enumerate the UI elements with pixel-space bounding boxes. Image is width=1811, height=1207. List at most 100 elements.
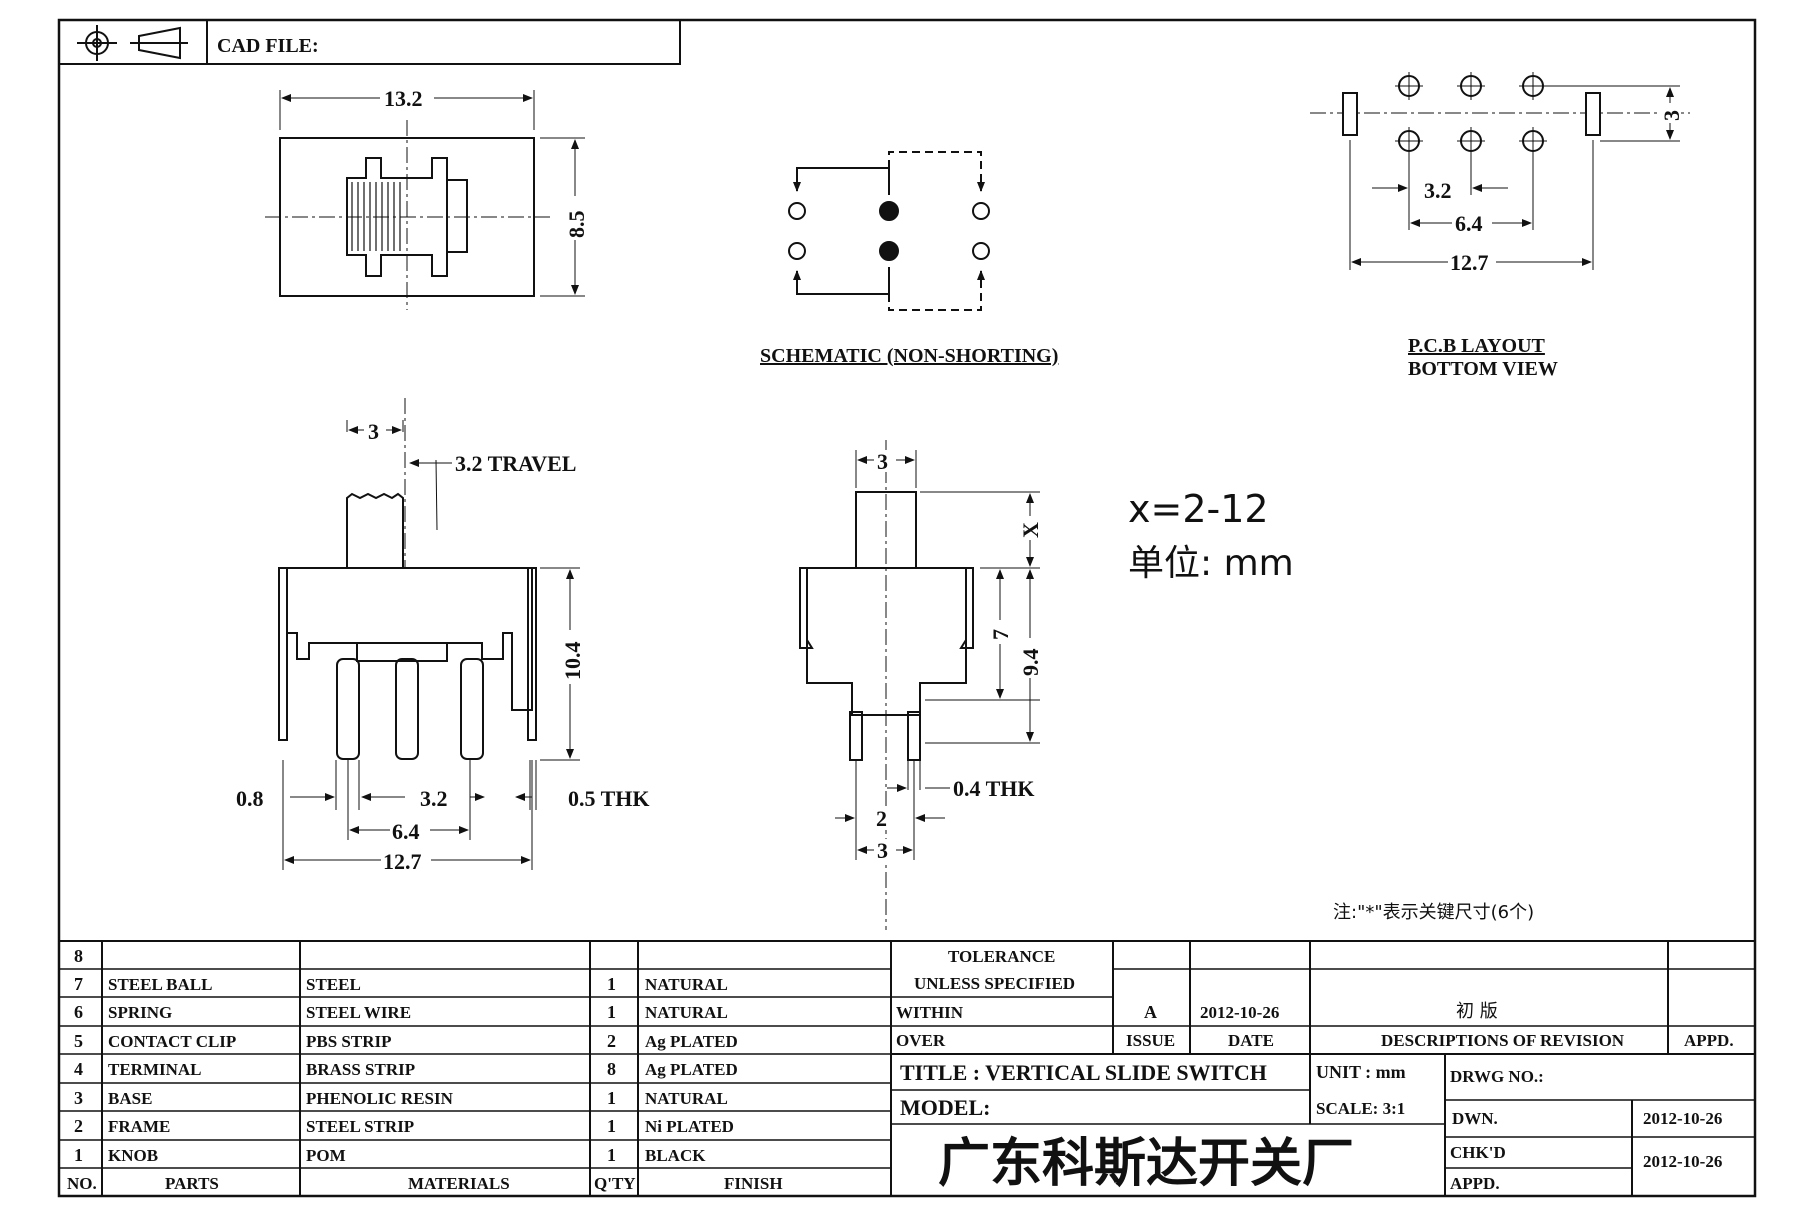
bom-qty: 1	[607, 974, 616, 994]
bom-material: STEEL	[306, 975, 361, 994]
cad-header: CAD FILE:	[58, 19, 681, 65]
drawn-date: 2012-10-26	[1643, 1109, 1722, 1128]
front-outer-dim: 6.4	[392, 819, 420, 844]
model-label: MODEL:	[900, 1095, 990, 1120]
x-range-note: x=2-12	[1128, 487, 1269, 531]
side-dim-9-4: 9.4	[1018, 649, 1043, 677]
date-value: 2012-10-26	[1200, 1003, 1279, 1022]
side-thk-dim: 0.4 THK	[953, 776, 1035, 801]
side-dim-3: 3	[877, 449, 888, 474]
descriptions-label: DESCRIPTIONS OF REVISION	[1381, 1031, 1625, 1050]
issue-value: A	[1144, 1002, 1157, 1022]
bom-qty: 1	[607, 1145, 616, 1165]
bom-material: STEEL STRIP	[306, 1117, 414, 1136]
bom-no: 1	[74, 1145, 83, 1165]
bom-no: 5	[74, 1031, 83, 1051]
date-label: DATE	[1228, 1031, 1274, 1050]
cad-file-label: CAD FILE:	[217, 35, 319, 57]
bom-qty: 1	[607, 1002, 616, 1022]
tolerance-label: TOLERANCE	[948, 947, 1055, 966]
bom-text: 8 7 STEEL BALL STEEL 1 NATURAL 6 SPRING …	[67, 946, 783, 1193]
bom-finish: Ag PLATED	[645, 1032, 738, 1051]
bom-no: 2	[74, 1116, 83, 1136]
bom-header-parts: PARTS	[165, 1174, 219, 1193]
pcb-layout	[1310, 72, 1690, 270]
bom-material: POM	[306, 1146, 346, 1165]
bom-material: PBS STRIP	[306, 1032, 392, 1051]
front-span-dim: 12.7	[383, 849, 422, 874]
bom-finish: Ni PLATED	[645, 1117, 734, 1136]
drawn-by-label: DWN.	[1452, 1109, 1498, 1128]
bom-qty: 8	[607, 1059, 616, 1079]
bom-no: 3	[74, 1088, 83, 1108]
unless-specified-label: UNLESS SPECIFIED	[914, 974, 1075, 993]
pcb-dim-3: 3	[1659, 110, 1684, 121]
issue-label: ISSUE	[1126, 1031, 1175, 1050]
within-label: WITHIN	[896, 1003, 964, 1022]
bom-part: BASE	[108, 1089, 152, 1108]
title-block-text: TOLERANCE UNLESS SPECIFIED WITHIN OVER A…	[896, 947, 1734, 1194]
bom-part: SPRING	[108, 1003, 172, 1022]
top-view	[265, 90, 585, 310]
bom-qty: 1	[607, 1088, 616, 1108]
front-pitch-dim: 3.2	[420, 786, 448, 811]
pcb-caption-line2: BOTTOM VIEW	[1408, 358, 1558, 380]
bom-material: PHENOLIC RESIN	[306, 1089, 454, 1108]
appd-label: APPD.	[1684, 1031, 1734, 1050]
checked-date: 2012-10-26	[1643, 1152, 1722, 1171]
side-dim-3b: 3	[877, 838, 888, 863]
bom-qty: 2	[607, 1031, 616, 1051]
top-height-dim: 8.5	[564, 211, 589, 239]
bom-finish: NATURAL	[645, 1003, 728, 1022]
front-dim-3: 3	[368, 419, 379, 444]
approved-by-label: APPD.	[1450, 1174, 1500, 1193]
bom-no: 6	[74, 1002, 83, 1022]
bom-finish: BLACK	[645, 1146, 706, 1165]
front-height-dim: 10.4	[560, 642, 585, 681]
side-view	[799, 440, 1040, 930]
pcb-dim-6-4: 6.4	[1455, 211, 1483, 236]
company-name: 广东科斯达开关厂	[938, 1134, 1354, 1194]
unit-note: 单位: mm	[1128, 543, 1294, 584]
checked-by-label: CHK'D	[1450, 1143, 1506, 1162]
bom-header-no: NO.	[67, 1174, 97, 1193]
front-thk-dim: 0.5 THK	[568, 786, 650, 811]
bom-material: STEEL WIRE	[306, 1003, 411, 1022]
key-dimension-note: 注:"*"表示关键尺寸(6个)	[1333, 902, 1534, 923]
bom-finish: Ag PLATED	[645, 1060, 738, 1079]
side-dim-2: 2	[876, 806, 887, 831]
unit-label: UNIT : mm	[1316, 1062, 1406, 1082]
schematic-caption: SCHEMATIC (NON-SHORTING)	[760, 345, 1058, 367]
bom-no: 8	[74, 946, 83, 966]
side-dim-7: 7	[988, 629, 1013, 640]
scale-label: SCALE: 3:1	[1316, 1099, 1405, 1118]
bom-finish: NATURAL	[645, 975, 728, 994]
drawing-title: TITLE : VERTICAL SLIDE SWITCH	[900, 1060, 1267, 1085]
front-travel-dim: 3.2 TRAVEL	[455, 451, 576, 476]
bom-part: STEEL BALL	[108, 975, 212, 994]
schematic-diagram	[788, 151, 990, 311]
front-view	[278, 398, 580, 870]
bom-part: KNOB	[108, 1146, 158, 1165]
bom-qty: 1	[607, 1116, 616, 1136]
revision-value: 初 版	[1456, 1001, 1498, 1022]
bom-table	[59, 940, 1755, 1196]
pcb-dim-3-2: 3.2	[1424, 178, 1452, 203]
bom-no: 7	[74, 974, 83, 994]
front-pin-width-dim: 0.8	[236, 786, 264, 811]
bom-header-qty: Q'TY	[594, 1174, 636, 1193]
bom-finish: NATURAL	[645, 1089, 728, 1108]
pcb-dim-12-7: 12.7	[1450, 250, 1489, 275]
bom-part: TERMINAL	[108, 1060, 202, 1079]
title-block	[891, 941, 1755, 1196]
pcb-caption-line1: P.C.B LAYOUT	[1408, 335, 1546, 357]
sheet-border	[57, 18, 1757, 1198]
bom-part: FRAME	[108, 1117, 170, 1136]
bom-header-finish: FINISH	[724, 1174, 783, 1193]
bom-material: BRASS STRIP	[306, 1060, 415, 1079]
projection-symbol-icon	[77, 25, 188, 61]
side-dim-x: X	[1018, 522, 1043, 538]
bom-no: 4	[74, 1059, 83, 1079]
over-label: OVER	[896, 1031, 946, 1050]
